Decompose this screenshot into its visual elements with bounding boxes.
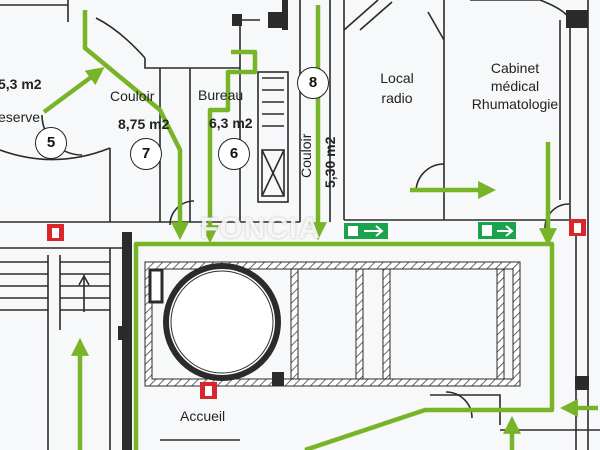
local-radio-line1: Local [380,70,414,86]
cabinet-line2: médical [490,78,540,94]
room-number-8: 8 [297,67,329,99]
room-number-5: 5 [35,127,67,159]
emergency-exit-sign-icon [478,222,516,239]
accueil-label: Accueil [180,408,226,424]
central-walls [118,261,589,390]
emergency-exit-sign-icon [344,223,388,239]
bureau-area: 6,3 m2 [209,115,253,131]
stairs [0,248,111,450]
room-number-7: 7 [130,138,162,170]
cabinet-line1: Cabinet [490,60,540,76]
fire-extinguisher-icon [200,382,217,399]
couloir-left-area: 8,75 m2 [118,116,170,132]
thick-walls [122,0,588,450]
fire-extinguisher-icon [47,224,64,241]
cabinet-line3: Rhumatologie [471,96,559,112]
foncia-watermark: FONCIA [200,212,321,245]
couloir-vertical-area: 5,30 m2 [322,136,338,188]
escape-routes [42,5,598,450]
fire-extinguisher-icon [569,219,586,236]
reserve-name: eserve [0,109,41,125]
cabinet-label: Cabinet médical Rhumatologie [455,60,575,112]
reserve-area: 5,3 m2 [0,76,42,92]
bureau-name: Bureau [198,87,244,103]
local-radio-label: Local radio [370,70,424,106]
couloir-vertical-name: Couloir [298,133,314,178]
room-number-6: 6 [218,138,250,170]
local-radio-line2: radio [381,90,413,106]
couloir-left-name: Couloir [110,88,155,104]
